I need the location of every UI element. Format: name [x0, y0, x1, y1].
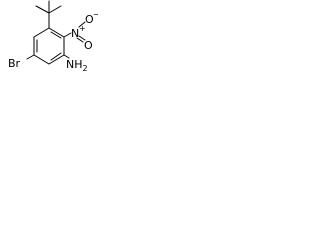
tert-butyl-group [35, 0, 62, 29]
bond-tbu-methyl-right [48, 5, 62, 14]
amino-subscript: 2 [83, 64, 88, 73]
ring-double-1 [50, 31, 62, 39]
bond-n-o-top [78, 21, 86, 28]
bond-tbu-methyl-left [35, 5, 50, 14]
nitro-o-minus-charge: − [93, 10, 98, 19]
bond-ring-nitro [63, 32, 72, 38]
amino-nh: NH [66, 58, 83, 71]
ring-bond-3 [48, 54, 65, 65]
nitro-o-bottom-label: O [84, 39, 93, 52]
ring-bond-1 [48, 27, 65, 38]
bond-n-o-bottom-b [76, 37, 84, 43]
benzene-ring [33, 27, 65, 65]
nitro-group: N + O − O [63, 10, 98, 52]
bromo-group: Br [8, 54, 35, 70]
structure-canvas: N + O − O NH2 Br [0, 0, 98, 97]
nitro-plus-charge: + [79, 24, 86, 33]
amino-group: NH2 [63, 54, 88, 73]
ring-bond-4 [33, 54, 50, 65]
amino-label: NH2 [66, 58, 88, 73]
bond-ring-bromo [26, 54, 35, 60]
bond-ring-amino [63, 54, 70, 59]
nitro-n-label: N [71, 27, 79, 40]
nitro-o-top-label: O [85, 13, 94, 26]
ring-bond-6 [33, 27, 50, 38]
ring-double-2 [50, 52, 62, 61]
molecule-drawing: N + O − O NH2 Br [8, 0, 98, 73]
bond-n-o-bottom-a [78, 35, 86, 41]
bromo-label: Br [8, 57, 21, 70]
